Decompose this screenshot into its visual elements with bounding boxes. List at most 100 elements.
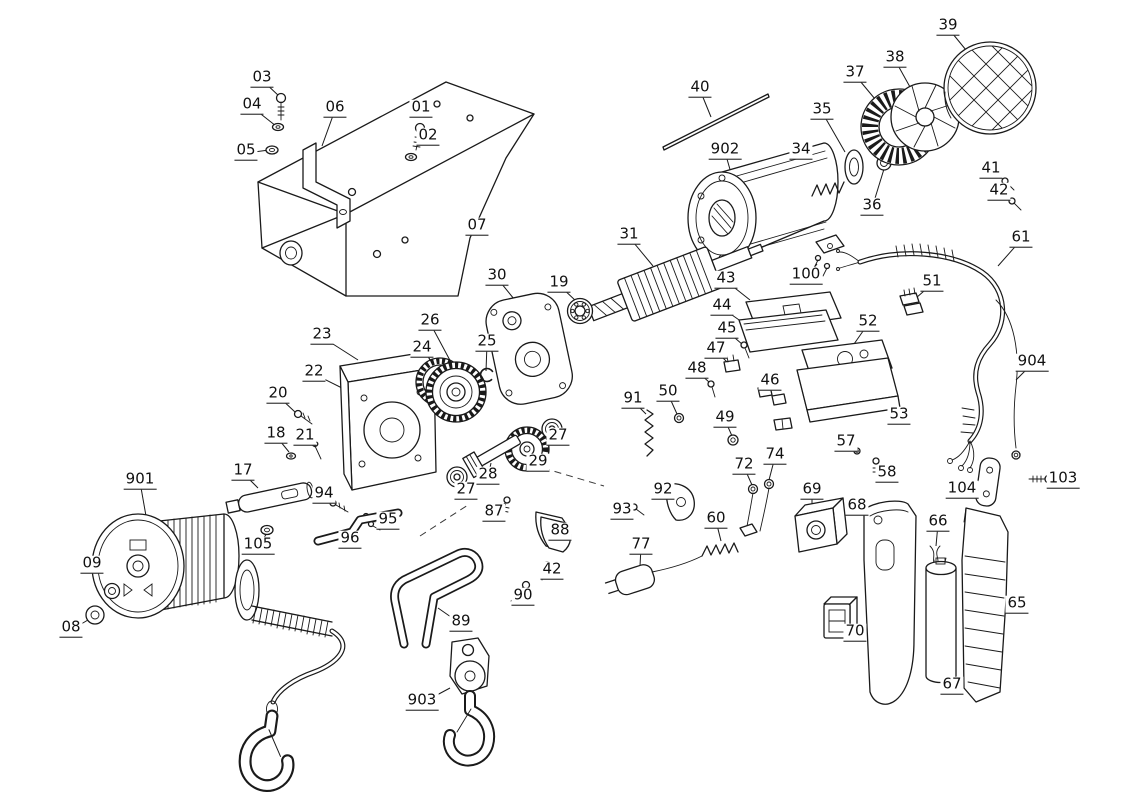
part-label-42: 42 — [987, 180, 1011, 201]
screw-45 — [740, 341, 750, 359]
part-label-06: 06 — [323, 97, 347, 118]
gearbox-housing-23 — [339, 351, 437, 491]
part-label-07: 07 — [465, 215, 489, 236]
part-label-88: 88 — [548, 520, 572, 541]
screw-20 — [293, 409, 313, 425]
part-label-20: 20 — [266, 383, 290, 404]
capacitor-67 — [925, 557, 957, 684]
cable-spring-guard — [251, 605, 333, 638]
part-label-104: 104 — [945, 478, 979, 499]
part-label-34: 34 — [789, 139, 813, 160]
part-label-91: 91 — [621, 388, 645, 409]
gear-26 — [425, 361, 487, 423]
part-label-57: 57 — [834, 431, 858, 452]
part-label-45: 45 — [715, 318, 739, 339]
part-label-36: 36 — [860, 195, 884, 216]
shaft-17 — [225, 481, 315, 514]
connector-51 — [899, 287, 924, 316]
part-label-105: 105 — [241, 534, 275, 555]
rod-40 — [662, 93, 770, 151]
part-label-08: 08 — [59, 617, 83, 638]
part-label-09: 09 — [80, 553, 104, 574]
washer-04 — [271, 122, 285, 132]
wire-904 — [995, 299, 1021, 460]
washer-05 — [265, 145, 279, 155]
ring-08 — [85, 605, 105, 625]
cable-61 — [836, 243, 1005, 473]
power-plug-77 — [604, 555, 703, 596]
part-label-89: 89 — [449, 611, 473, 632]
part-label-67: 67 — [940, 674, 964, 695]
rotor-31 — [587, 243, 764, 322]
block-47 — [723, 354, 741, 373]
pin-50 — [673, 412, 685, 424]
steel-rope — [266, 628, 346, 718]
part-label-01: 01 — [409, 97, 433, 118]
switch-housing-69 — [794, 497, 848, 553]
cord-protector-60 — [701, 523, 758, 557]
part-label-38: 38 — [883, 47, 907, 68]
part-label-901: 901 — [123, 469, 157, 490]
hook-block-903 — [449, 637, 489, 761]
ring-terminal-74 — [759, 478, 775, 532]
part-label-44: 44 — [710, 295, 734, 316]
board-44 — [738, 309, 839, 353]
snap-ring-25 — [479, 367, 495, 383]
part-label-77: 77 — [629, 534, 653, 555]
part-label-94: 94 — [312, 483, 336, 504]
part-label-19: 19 — [547, 272, 571, 293]
washer-02 — [404, 152, 418, 162]
part-label-26: 26 — [418, 310, 442, 331]
part-label-18: 18 — [264, 423, 288, 444]
screws-100 — [813, 254, 831, 277]
part-label-41: 41 — [979, 158, 1003, 179]
part-label-27: 27 — [546, 425, 570, 446]
part-label-95: 95 — [376, 509, 400, 530]
cover-plate-30 — [485, 292, 573, 405]
part-label-68: 68 — [845, 495, 869, 516]
part-label-93: 93 — [610, 499, 634, 520]
box-53 — [796, 357, 901, 423]
screw-42-top — [1008, 197, 1022, 211]
part-label-58: 58 — [875, 462, 899, 483]
part-label-53: 53 — [887, 404, 911, 425]
part-label-31: 31 — [617, 224, 641, 245]
part-label-37: 37 — [843, 62, 867, 83]
fan-38 — [890, 82, 960, 152]
part-label-72: 72 — [732, 454, 756, 475]
spring-91 — [644, 409, 654, 457]
part-label-90: 90 — [511, 585, 535, 606]
fan-cover-39 — [943, 41, 1037, 135]
part-label-70: 70 — [843, 621, 867, 642]
washer-49 — [727, 434, 739, 446]
part-label-40: 40 — [688, 77, 712, 98]
part-label-50: 50 — [656, 381, 680, 402]
part-label-103: 103 — [1046, 468, 1080, 489]
part-label-48: 48 — [685, 358, 709, 379]
part-label-42: 42 — [540, 559, 564, 580]
part-label-27: 27 — [454, 479, 478, 500]
part-label-96: 96 — [338, 528, 362, 549]
bracket-06 — [302, 142, 351, 229]
screw-48 — [707, 380, 716, 398]
construction-lines — [419, 467, 605, 537]
part-label-92: 92 — [651, 479, 675, 500]
part-label-66: 66 — [926, 511, 950, 532]
part-label-04: 04 — [240, 94, 264, 115]
part-label-35: 35 — [810, 99, 834, 120]
washer-105 — [260, 524, 274, 536]
part-label-39: 39 — [936, 15, 960, 36]
part-label-51: 51 — [920, 271, 944, 292]
part-label-24: 24 — [410, 337, 434, 358]
part-label-22: 22 — [302, 361, 326, 382]
spring-34 — [811, 181, 845, 197]
handle-89 — [390, 547, 484, 649]
housing-07 — [257, 81, 535, 297]
part-label-46: 46 — [758, 370, 782, 391]
part-label-69: 69 — [800, 479, 824, 500]
part-label-49: 49 — [713, 407, 737, 428]
part-label-61: 61 — [1009, 227, 1033, 248]
bearing-shield-35 — [844, 149, 864, 185]
